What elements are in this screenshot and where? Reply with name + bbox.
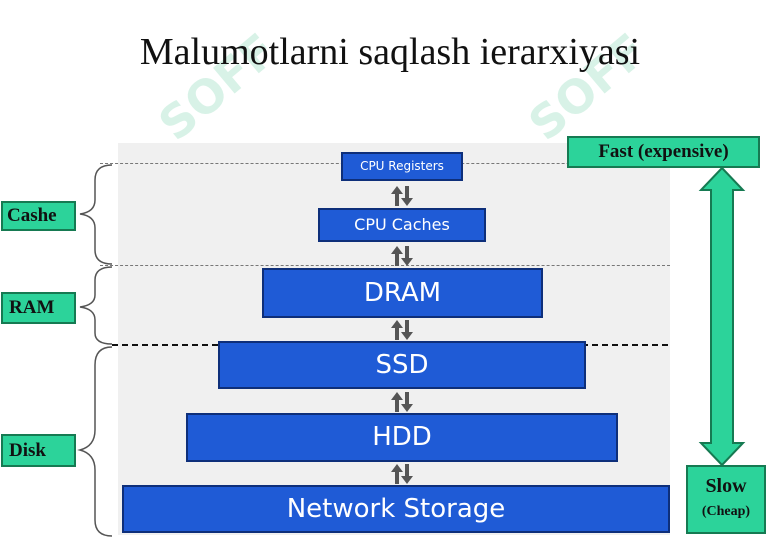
arrow-pair-5 — [391, 464, 413, 484]
brace-disk — [77, 346, 113, 537]
brace-cashe — [79, 164, 113, 265]
level-ssd: SSD — [218, 341, 586, 389]
group-label-cashe: Cashe — [1, 201, 76, 231]
level-dram: DRAM — [262, 268, 543, 318]
level-hdd: HDD — [186, 413, 618, 462]
level-cpu-caches: CPU Caches — [318, 208, 486, 242]
separator-cache-ram — [100, 265, 670, 266]
arrow-pair-2 — [391, 246, 413, 266]
slow-cheap-badge: Slow (Cheap) — [686, 465, 766, 534]
group-label-disk: Disk — [1, 434, 76, 467]
level-cpu-registers: CPU Registers — [341, 152, 463, 181]
slow-label: Slow — [705, 475, 747, 497]
level-network-storage: Network Storage — [122, 485, 670, 533]
arrow-pair-4 — [391, 392, 413, 412]
speed-double-arrow — [698, 166, 746, 467]
arrow-pair-1 — [391, 186, 413, 206]
brace-ram — [79, 266, 113, 345]
page-title: Malumotlarni saqlash ierarxiyasi — [139, 31, 641, 73]
arrow-pair-3 — [391, 320, 413, 340]
cheap-label: (Cheap) — [701, 504, 751, 519]
group-label-ram: RAM — [1, 292, 76, 324]
fast-expensive-badge: Fast (expensive) — [567, 136, 760, 168]
